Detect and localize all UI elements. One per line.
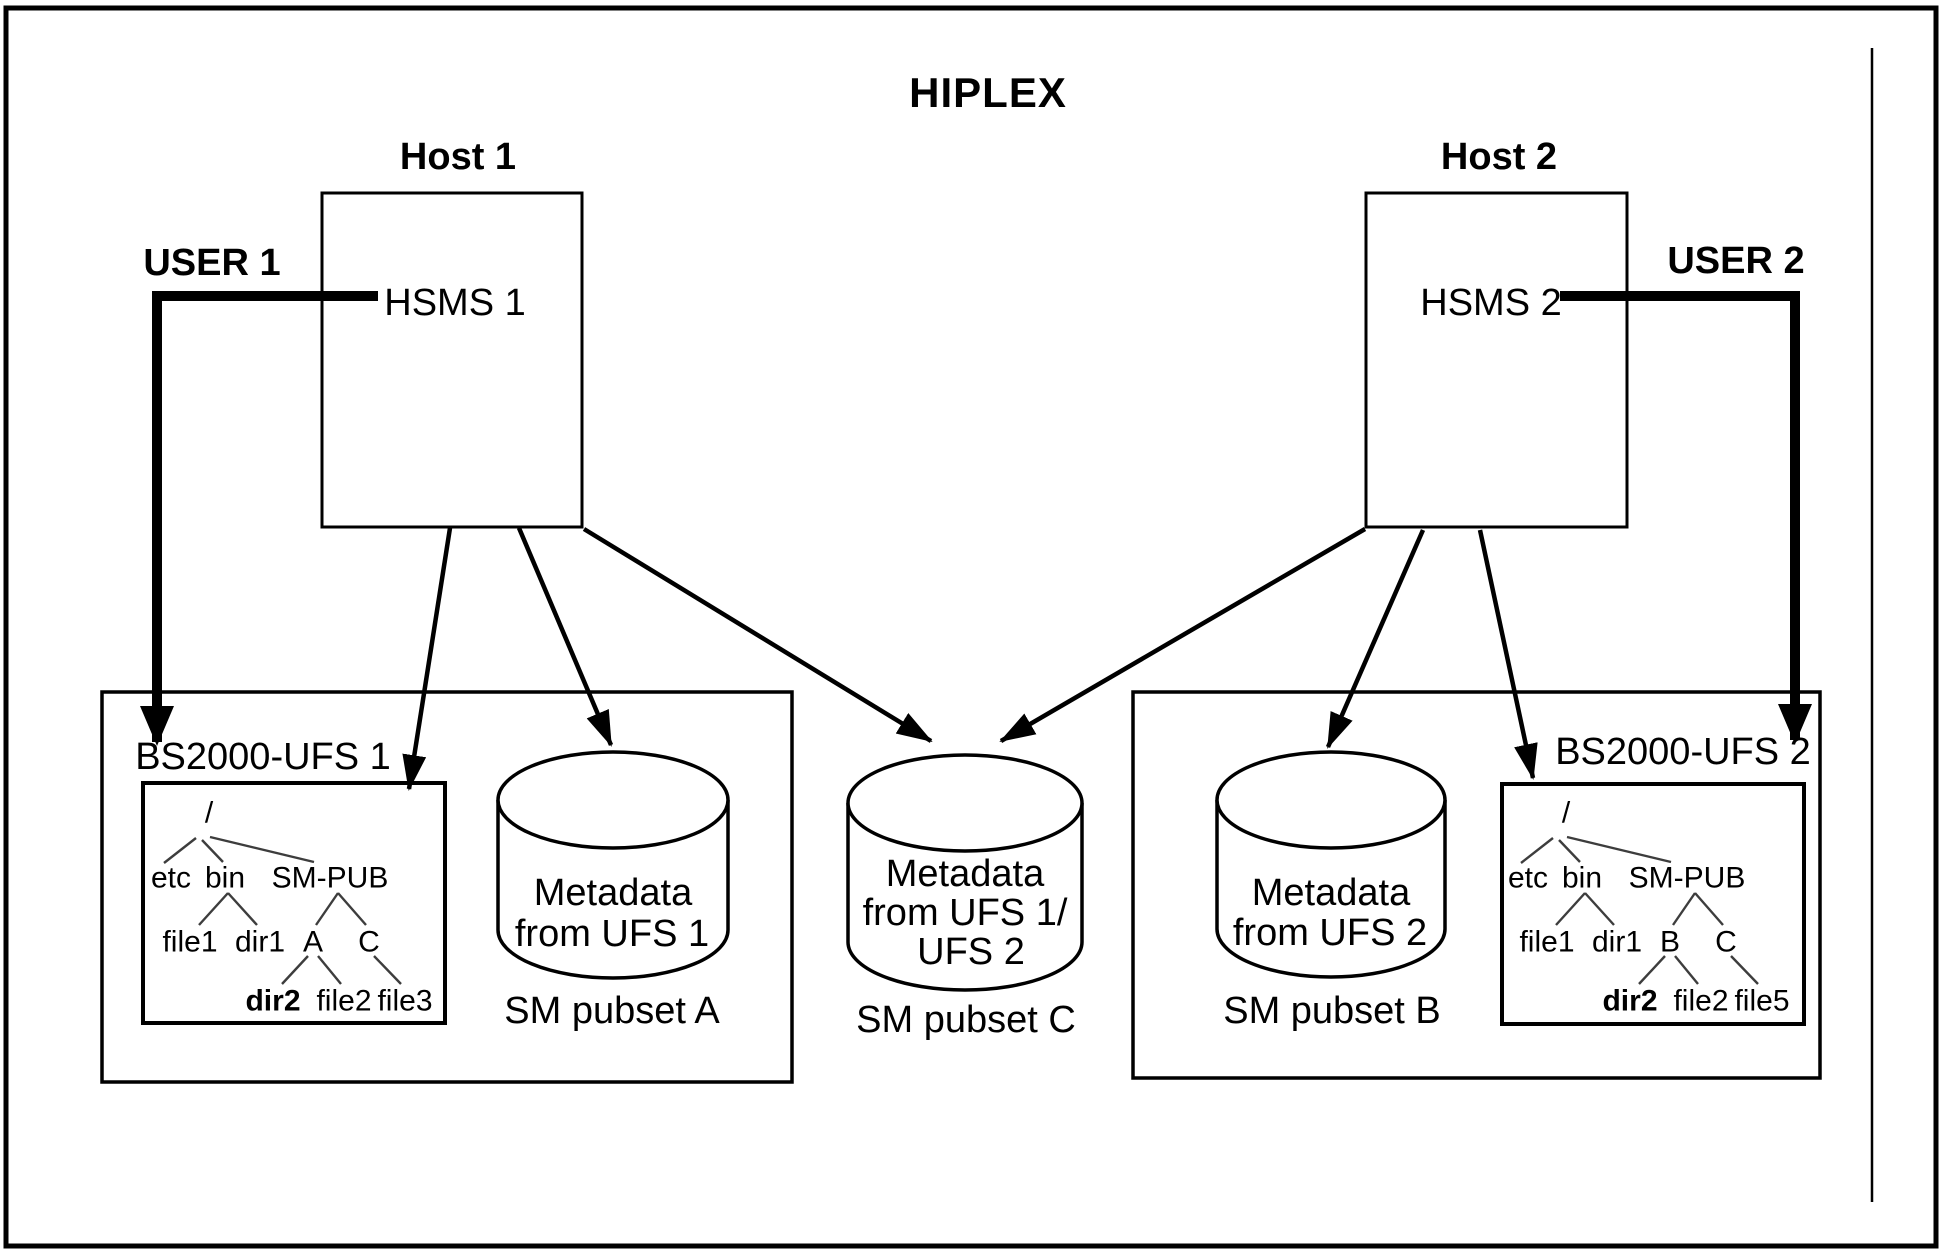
ufs2-tree-connectors — [1520, 835, 1759, 985]
arrow-host2-to-pubset-b — [1325, 529, 1426, 749]
tree1-node-file2: file2 — [316, 984, 372, 1018]
hsms1-label: HSMS 1 — [384, 282, 526, 325]
tree2-node-dir1: dir1 — [1591, 925, 1643, 959]
tree2-node-smpub: SM-PUB — [1628, 861, 1746, 895]
host2-box — [1364, 191, 1629, 529]
tree2-node-dir2: dir2 — [1602, 984, 1658, 1018]
pubset-a-content-line1: Metadata — [533, 872, 693, 915]
figure-border — [3, 5, 1939, 1249]
tree2-node-bin: bin — [1561, 861, 1603, 895]
bs2000-ufs1-container-box — [100, 690, 794, 1084]
arrow-host1-to-pubset-a — [516, 527, 614, 747]
user1-arrow — [140, 291, 378, 746]
diagram-title: HIPLEX — [909, 68, 1067, 116]
pubset-a-content-line2: from UFS 1 — [514, 913, 710, 956]
tree2-node-file5: file5 — [1734, 984, 1790, 1018]
pubset-b-content-line1: Metadata — [1251, 872, 1411, 915]
user2-label: USER 2 — [1667, 240, 1805, 283]
tree1-node-root: / — [204, 796, 214, 830]
tree1-node-bin: bin — [204, 861, 246, 895]
arrow-host2-to-ufs2-tree — [1477, 529, 1538, 780]
tree2-node-file2: file2 — [1673, 984, 1729, 1018]
tree1-node-a: A — [302, 925, 324, 959]
tree2-node-etc: etc — [1507, 861, 1549, 895]
pubset-c-name: SM pubset C — [856, 999, 1076, 1042]
pubset-b-name: SM pubset B — [1223, 990, 1441, 1033]
user2-arrow — [1560, 291, 1812, 744]
ufs1-tree-connectors — [163, 835, 402, 985]
arrow-host1-to-pubset-c — [582, 527, 933, 743]
tree1-node-dir1: dir1 — [234, 925, 286, 959]
pubset-b-cylinder — [1215, 750, 1447, 979]
bs2000-ufs2-container-box — [1131, 690, 1822, 1080]
tree1-node-etc: etc — [150, 861, 192, 895]
tree1-node-file1: file1 — [162, 925, 218, 959]
arrow-host2-to-pubset-c — [999, 527, 1367, 743]
tree2-node-file1: file1 — [1519, 925, 1575, 959]
tree1-node-file3: file3 — [377, 984, 433, 1018]
tree2-node-root: / — [1561, 796, 1571, 830]
hsms-arrows — [402, 527, 1538, 791]
pubset-c-content-line1: Metadata — [885, 853, 1045, 896]
arrow-host1-to-ufs1-tree — [402, 527, 453, 791]
user1-label: USER 1 — [143, 242, 281, 285]
ufs2-tree-box — [1500, 782, 1806, 1026]
bs2000-ufs2-label: BS2000-UFS 2 — [1555, 731, 1811, 774]
host2-label: Host 2 — [1440, 136, 1558, 179]
hsms2-label: HSMS 2 — [1420, 282, 1562, 325]
ufs1-tree-box — [141, 781, 447, 1025]
pubset-a-cylinder — [496, 750, 730, 980]
pubset-c-cylinder — [846, 753, 1084, 992]
pubset-c-content-line3: UFS 2 — [917, 931, 1025, 974]
pubset-b-content-line2: from UFS 2 — [1232, 912, 1428, 955]
tree2-node-c: C — [1715, 925, 1737, 959]
pubset-a-name: SM pubset A — [504, 990, 720, 1033]
bs2000-ufs1-label: BS2000-UFS 1 — [135, 736, 391, 779]
tree2-node-b: B — [1659, 925, 1681, 959]
pubset-c-content-line2: from UFS 1/ — [862, 892, 1068, 935]
host1-label: Host 1 — [399, 136, 517, 179]
tree1-node-dir2: dir2 — [245, 984, 301, 1018]
tree1-node-smpub: SM-PUB — [271, 861, 389, 895]
tree1-node-c: C — [358, 925, 380, 959]
host1-box — [320, 191, 584, 529]
